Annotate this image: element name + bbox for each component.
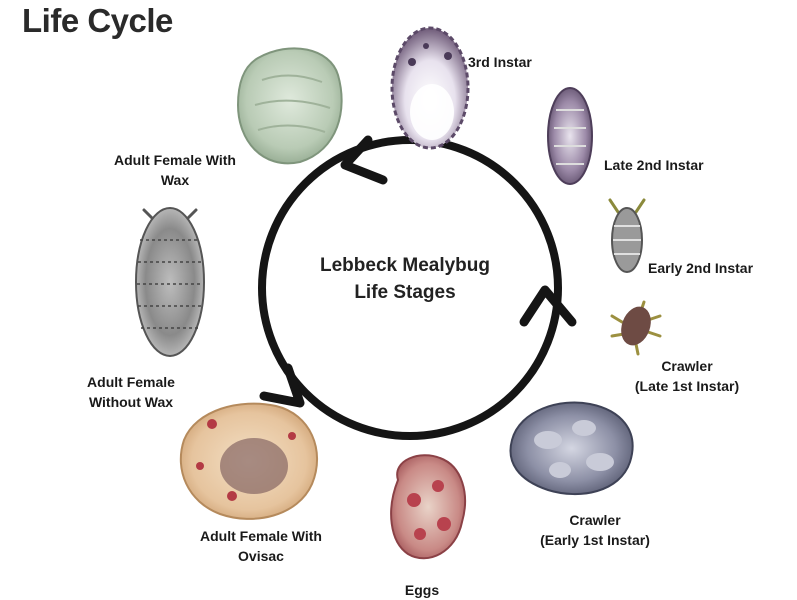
early-second-instar-image	[610, 200, 644, 272]
stage-label-late-second-instar: Late 2nd Instar	[604, 155, 704, 175]
cycle-arrow-bottom-left	[264, 368, 300, 403]
crawler-early-first-instar-image	[511, 403, 633, 495]
adult-female-with-wax-image	[238, 48, 342, 163]
center-label: Lebbeck Mealybug Life Stages	[285, 252, 525, 306]
stage-label-adult-female-with-wax: Adult Female With Wax	[90, 150, 260, 190]
crawler-late-first-instar-image	[612, 302, 660, 354]
cycle-arrow-right	[524, 290, 572, 322]
eggs-image	[391, 455, 465, 558]
stage-label-adult-female-without-wax: Adult Female Without Wax	[66, 372, 196, 412]
adult-female-with-ovisac-image	[181, 404, 317, 519]
late-second-instar-image	[548, 88, 592, 184]
stage-label-third-instar: 3rd Instar	[468, 52, 532, 72]
center-label-line2: Life Stages	[285, 279, 525, 306]
stage-label-crawler-early-first-instar: Crawler (Early 1st Instar)	[520, 510, 670, 550]
stage-label-eggs: Eggs	[392, 580, 452, 600]
third-instar-image	[392, 28, 468, 148]
stage-label-adult-female-with-ovisac: Adult Female With Ovisac	[176, 526, 346, 566]
center-label-line1: Lebbeck Mealybug	[285, 252, 525, 279]
stage-label-early-second-instar: Early 2nd Instar	[648, 258, 753, 278]
stage-label-crawler-late-first-instar: Crawler (Late 1st Instar)	[612, 356, 762, 396]
adult-female-without-wax-image	[136, 208, 204, 356]
